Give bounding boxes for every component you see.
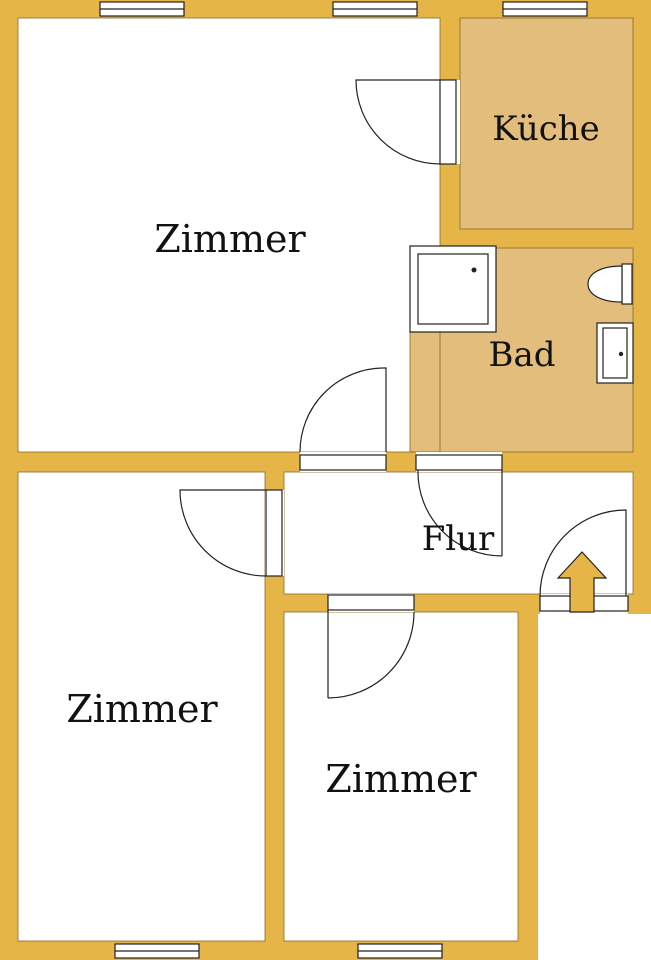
room-label-bad: Bad — [488, 335, 555, 375]
room-label-zimmer-right: Zimmer — [325, 757, 477, 801]
room-kueche — [460, 18, 633, 229]
room-label-kueche: Küche — [492, 109, 600, 149]
sink-icon — [596, 322, 634, 384]
toilet-icon — [587, 263, 633, 305]
room-label-zimmer-top: Zimmer — [154, 217, 306, 261]
window-icon — [114, 943, 200, 959]
room-zimmer-left — [18, 472, 265, 941]
arrow-up-icon — [556, 551, 608, 613]
door-swing-icon — [179, 489, 284, 577]
window-icon — [357, 943, 443, 959]
window-icon — [99, 1, 185, 17]
room-zimmer-right — [284, 612, 518, 941]
room-zimmer-top — [18, 18, 440, 452]
window-icon — [502, 1, 588, 17]
door-swing-icon — [415, 452, 503, 557]
door-swing-icon — [299, 367, 387, 472]
shower-tray-icon — [409, 245, 497, 333]
window-icon — [332, 1, 418, 17]
door-swing-icon — [327, 594, 415, 699]
room-label-flur: Flur — [422, 519, 495, 559]
door-swing-icon — [355, 79, 460, 165]
room-label-zimmer-left: Zimmer — [66, 687, 218, 731]
